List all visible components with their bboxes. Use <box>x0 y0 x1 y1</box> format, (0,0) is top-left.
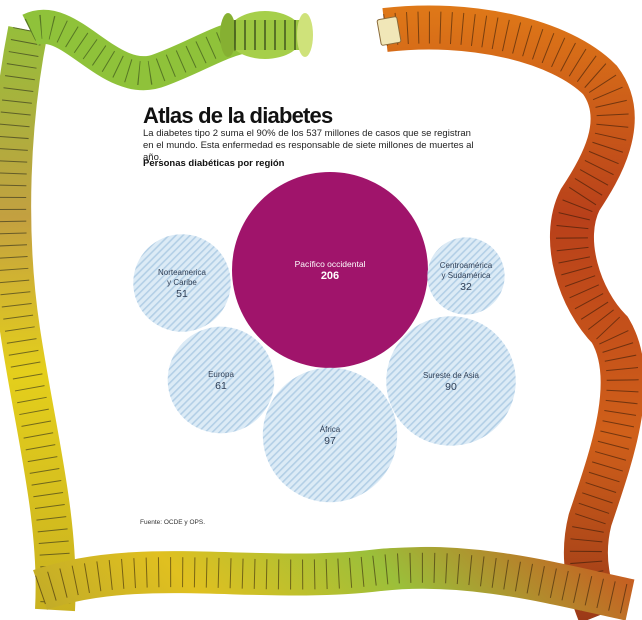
bubble-circle <box>167 326 275 434</box>
bubble-label: Pacífico occidental <box>295 259 366 269</box>
bubble-value: 32 <box>460 281 472 293</box>
chart-title: Personas diabéticas por región <box>143 158 285 169</box>
bubble-circle <box>427 237 505 315</box>
tape-roll-icon <box>220 11 313 59</box>
bubble-value: 206 <box>321 270 339 282</box>
bubble-label: y Caribe <box>167 278 197 287</box>
tape-left-segment <box>0 26 76 612</box>
bubble-label: Sureste de Asia <box>423 371 480 380</box>
bubble-circle <box>133 234 231 332</box>
tape-right-segment <box>382 5 642 620</box>
source-note: Fuente: OCDE y OPS. <box>140 519 206 526</box>
bubble-label: Europa <box>208 370 234 379</box>
bubble-value: 97 <box>324 435 336 447</box>
page-title: Atlas de la diabetes <box>143 103 333 128</box>
bubble-label: África <box>320 425 341 434</box>
bubble-circle <box>232 172 428 368</box>
tape-tip-icon <box>376 16 402 46</box>
bubble-value: 90 <box>445 381 457 393</box>
bubble-circle <box>262 367 398 503</box>
bubble-value: 61 <box>215 380 227 392</box>
tape-top-segment <box>22 9 254 91</box>
bubble-label: y Sudamérica <box>442 271 491 280</box>
tape-bottom-segment <box>33 546 635 620</box>
description-text: La diabetes tipo 2 suma el 90% de los 53… <box>143 128 474 163</box>
bubble-value: 51 <box>176 288 188 300</box>
bubble-label: Norteamerica <box>158 268 207 277</box>
bubble-label: Centroamérica <box>440 261 493 270</box>
bubble-circle <box>386 316 516 446</box>
